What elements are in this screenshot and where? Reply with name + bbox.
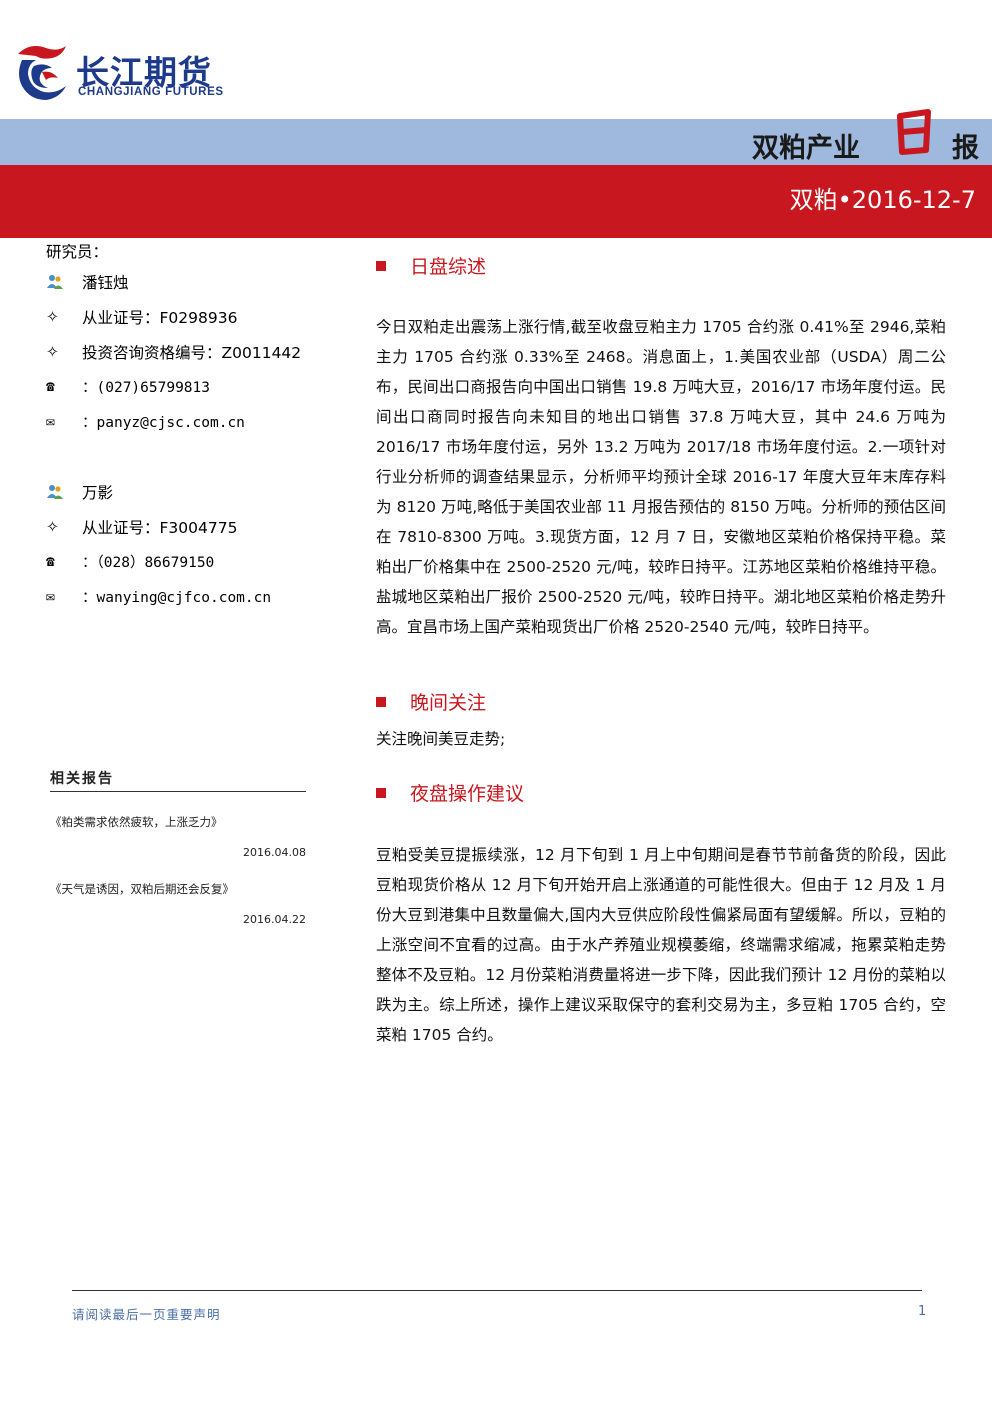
square-bullet-icon: [376, 260, 386, 271]
footer-disclaimer: 请阅读最后一页重要声明: [72, 1307, 221, 1322]
researcher-name-row: 万影: [46, 474, 316, 509]
day-summary-text: 今日双粕走出震荡上涨行情,截至收盘豆粕主力 1705 合约涨 0.41%至 29…: [376, 318, 946, 636]
company-name-en: CHANGJIANG FUTURES: [78, 86, 224, 98]
researcher-phone-row: ☎ ：（028）86679150: [46, 544, 316, 579]
report-name: 双粕产业: [752, 133, 860, 164]
report-date: 双粕•2016-12-7: [789, 186, 976, 214]
dragon-logo-icon: [18, 46, 66, 100]
researcher-name-row: 潘钰烛: [46, 264, 316, 299]
related-report-date: 2016.04.22: [243, 913, 306, 926]
night-advice-text: 豆粕受美豆提振续涨，12 月下旬到 1 月上中旬期间是春节节前备货的阶段，因此豆…: [376, 846, 946, 1044]
researcher-cert-row: ✧ 从业证号：F3004775: [46, 509, 316, 544]
section-heading-day-summary: 日盘综述: [376, 252, 486, 279]
researcher-cert: 从业证号：F3004775: [82, 518, 238, 537]
researcher-cert-row: ✧ 从业证号：F0298936: [46, 299, 316, 334]
header-band-blue: [0, 119, 992, 165]
footer-divider: [72, 1290, 922, 1291]
evening-focus-text: 关注晚间美豆走势;: [376, 730, 506, 748]
researcher-qual-row: ✧ 投资咨询资格编号：Z0011442: [46, 334, 316, 369]
researcher-cert: 从业证号：F0298936: [82, 308, 238, 327]
phone-icon: ☎: [46, 553, 55, 570]
header-band-red: [0, 165, 992, 238]
envelope-icon: ✉: [46, 588, 55, 605]
section-heading-night-advice: 夜盘操作建议: [376, 779, 524, 806]
sparkle-icon: ✧: [46, 307, 59, 326]
researcher-phone: ：（028）86679150: [82, 555, 215, 571]
related-report-date: 2016.04.08: [243, 846, 306, 859]
sparkle-icon: ✧: [46, 342, 59, 361]
phone-icon: ☎: [46, 378, 55, 395]
report-day-glyph: [897, 109, 931, 155]
page-number: 1: [918, 1304, 927, 1319]
researcher-email-row: ✉ ：wanying@cjfco.com.cn: [46, 579, 316, 614]
researcher-name: 潘钰烛: [82, 273, 129, 292]
researcher-phone-row: ☎ ：(027)65799813: [46, 369, 316, 404]
researcher-name: 万影: [82, 483, 114, 502]
square-bullet-icon: [376, 787, 386, 798]
researcher-phone: ：(027)65799813: [82, 380, 210, 396]
company-logo: 长江期货 CHANGJIANG FUTURES: [12, 40, 252, 106]
related-report-link[interactable]: 《天气是诱因，双粕后期还会反复》: [50, 882, 234, 896]
researcher-qual: 投资咨询资格编号：Z0011442: [82, 343, 302, 362]
envelope-icon: ✉: [46, 413, 55, 430]
report-type: 报: [952, 133, 979, 164]
company-name-cn: 长江期货: [76, 53, 212, 92]
sparkle-icon: ✧: [46, 517, 59, 536]
related-reports-title: 相关报告: [50, 768, 306, 792]
researcher-panel: 研究员： 潘钰烛 ✧ 从业证号：F0298936 ✧ 投资咨询资格编号：Z001…: [46, 240, 316, 614]
person-icon: [46, 274, 82, 290]
related-reports: 相关报告 《粕类需求依然疲软，上涨乏力》 2016.04.08 《天气是诱因，双…: [50, 768, 306, 926]
researcher-email-row: ✉ ：panyz@cjsc.com.cn: [46, 404, 316, 439]
researcher-label: 研究员：: [46, 243, 109, 261]
person-icon: [46, 484, 82, 500]
section-heading-evening-focus: 晚间关注: [376, 688, 486, 715]
researcher-email: ：panyz@cjsc.com.cn: [82, 415, 245, 431]
researcher-email: ：wanying@cjfco.com.cn: [82, 590, 272, 606]
square-bullet-icon: [376, 696, 386, 707]
related-report-link[interactable]: 《粕类需求依然疲软，上涨乏力》: [50, 815, 223, 829]
